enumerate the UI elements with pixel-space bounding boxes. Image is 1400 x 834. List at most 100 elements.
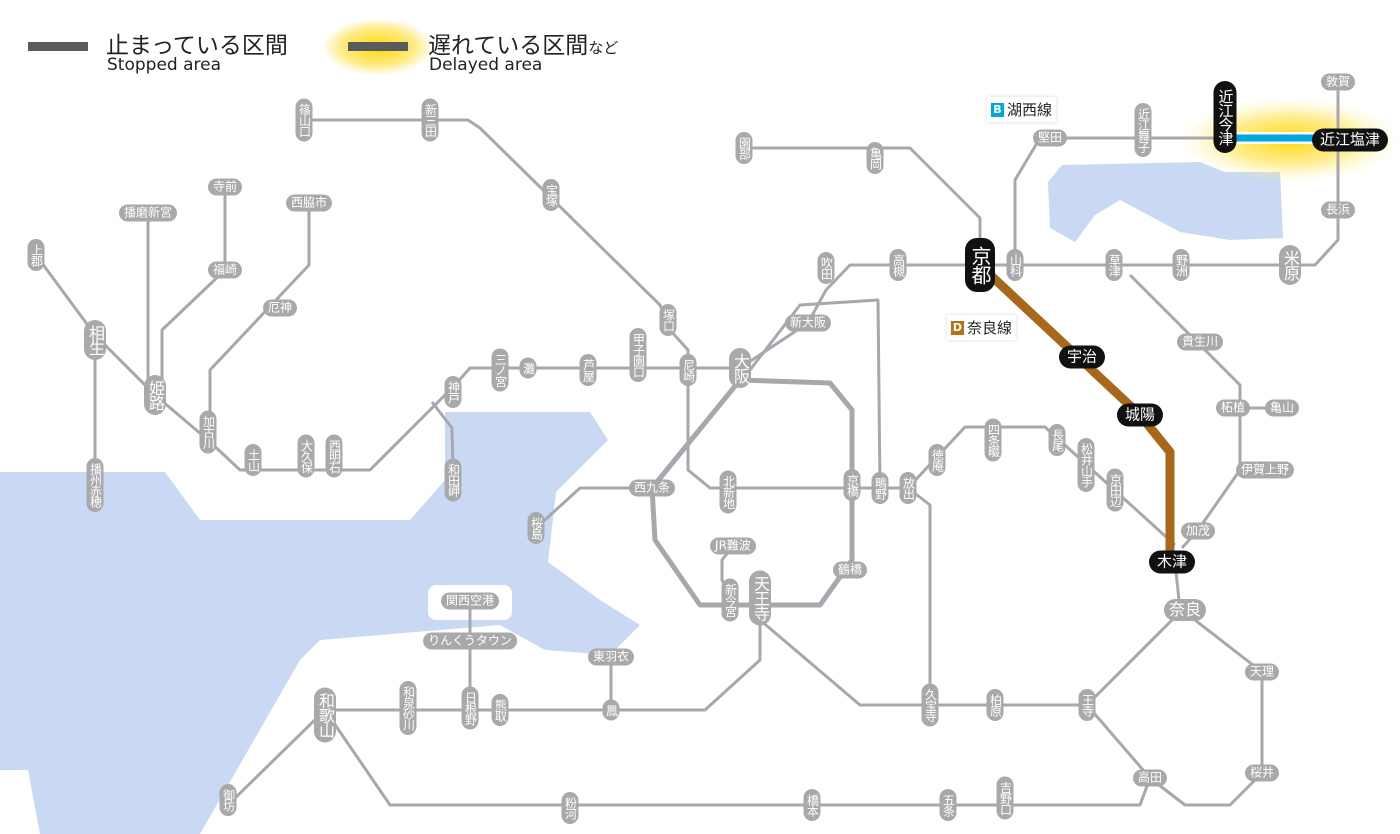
- line-label-nara[interactable]: D 奈良線: [947, 315, 1017, 340]
- station-kamigori[interactable]: 上郡: [27, 239, 45, 271]
- station-osaka[interactable]: 大阪: [729, 348, 751, 388]
- station-omimaiko[interactable]: 近江舞子: [1134, 103, 1152, 157]
- station-yasu[interactable]: 野洲: [1172, 249, 1190, 281]
- station-shinimamiya[interactable]: 新今宮: [721, 578, 739, 622]
- station-rinkutown[interactable]: りんくうタウン: [423, 632, 517, 650]
- station-higashihagoromo[interactable]: 東羽衣: [587, 648, 635, 666]
- station-koshienguchi[interactable]: 甲子園口: [629, 328, 647, 382]
- station-sonobe[interactable]: 園部: [735, 132, 753, 164]
- station-banshuako[interactable]: 播州赤穂: [86, 458, 104, 512]
- station-nada[interactable]: 灘: [519, 357, 537, 379]
- station-kyobashi[interactable]: 京橋: [843, 469, 861, 501]
- station-ashiya[interactable]: 芦屋: [579, 354, 597, 386]
- station-shijonawate[interactable]: 四条畷: [984, 418, 1002, 462]
- station-kashiwara[interactable]: 柏原: [986, 689, 1004, 721]
- stopped-legend-label-en: Stopped area: [107, 55, 222, 75]
- station-takatsuki[interactable]: 高槻: [889, 249, 907, 281]
- station-katata[interactable]: 堅田: [1032, 129, 1068, 147]
- station-okubo[interactable]: 大久保: [297, 434, 315, 478]
- station-harimashingu[interactable]: 播磨新宮: [118, 204, 178, 222]
- station-shigino[interactable]: 鴫野: [871, 472, 889, 504]
- station-nishiakashi[interactable]: 西明石: [325, 434, 343, 478]
- station-himeji[interactable]: 姫路: [144, 375, 166, 415]
- station-takada[interactable]: 高田: [1132, 769, 1168, 787]
- station-gojo[interactable]: 五条: [939, 789, 957, 821]
- station-suita[interactable]: 吹田: [817, 252, 835, 284]
- osaka-bay: [0, 412, 640, 834]
- station-nishiwakishi[interactable]: 西脇市: [285, 194, 333, 212]
- station-tenri[interactable]: 天理: [1244, 663, 1280, 681]
- station-nagao[interactable]: 長尾: [1048, 424, 1066, 456]
- station-nagahama[interactable]: 長浜: [1320, 201, 1356, 219]
- line-gakkentoshi: [906, 425, 1177, 547]
- station-tsuruga[interactable]: 敦賀: [1320, 73, 1356, 91]
- station-kyuhoji[interactable]: 久宝寺: [921, 683, 939, 727]
- line-name: 湖西線: [1007, 101, 1053, 119]
- station-gobo[interactable]: 御坊: [219, 784, 237, 816]
- station-izumisunagawa[interactable]: 和泉砂川: [399, 681, 417, 735]
- station-teramae[interactable]: 寺前: [207, 178, 243, 196]
- station-sakurajima[interactable]: 桜島: [527, 512, 545, 544]
- station-aioi[interactable]: 相生: [84, 320, 106, 360]
- station-kyoto[interactable]: 京都: [965, 238, 995, 292]
- station-kitashinchi[interactable]: 北新地: [719, 470, 737, 514]
- station-amagasaki[interactable]: 尼崎: [679, 354, 697, 386]
- station-matsuiyamate[interactable]: 松井山手: [1077, 438, 1095, 492]
- station-tokuan[interactable]: 徳庵: [928, 444, 946, 476]
- station-kokawa[interactable]: 粉河: [561, 792, 579, 824]
- stopped-legend-swatch: [28, 42, 88, 51]
- delayed-segment-nara-line: [981, 266, 1175, 562]
- station-omishiotsu[interactable]: 近江塩津: [1311, 128, 1389, 152]
- station-nara[interactable]: 奈良: [1163, 599, 1207, 621]
- station-kameoka[interactable]: 亀岡: [866, 142, 884, 174]
- station-wadamisaki[interactable]: 和田岬: [444, 458, 462, 502]
- station-kizu[interactable]: 木津: [1148, 550, 1196, 574]
- station-tsuchiyama[interactable]: 土山: [244, 444, 262, 476]
- station-maibara[interactable]: 米原: [1279, 245, 1301, 285]
- station-kameyama[interactable]: 亀山: [1264, 399, 1300, 417]
- station-otori[interactable]: 鳳: [602, 699, 620, 721]
- station-hanaten[interactable]: 放出: [899, 472, 917, 504]
- station-kobe[interactable]: 神戸: [444, 376, 462, 408]
- station-oji[interactable]: 王寺: [1078, 689, 1096, 721]
- line-wakayama: [323, 709, 1152, 807]
- station-tsuruhashi[interactable]: 鶴橋: [832, 561, 868, 579]
- station-yamashina[interactable]: 山科: [1006, 249, 1024, 281]
- line-osaka-loop: [649, 377, 855, 608]
- delayed-legend-text: 遅れている区間: [428, 33, 589, 59]
- station-tsuge[interactable]: 柘植: [1215, 399, 1251, 417]
- station-hashimoto[interactable]: 橋本: [803, 789, 821, 821]
- line-code-badge: B: [991, 102, 1004, 117]
- station-kumatori[interactable]: 熊取: [491, 694, 509, 726]
- station-yoshinoguchi[interactable]: 吉野口: [996, 776, 1014, 820]
- station-kusatsu[interactable]: 草津: [1105, 249, 1123, 281]
- station-hineno[interactable]: 日根野: [461, 686, 479, 730]
- station-omiimazu[interactable]: 近江今津: [1213, 81, 1237, 153]
- station-kyotanabe[interactable]: 京田辺: [1106, 468, 1124, 512]
- station-sannomiya[interactable]: 三ノ宮: [491, 348, 509, 392]
- station-yakujin[interactable]: 厄神: [262, 299, 298, 317]
- delayed-legend-suffix: など: [588, 39, 619, 57]
- station-uji[interactable]: 宇治: [1058, 345, 1106, 369]
- station-shinsanda[interactable]: 新三田: [421, 98, 439, 142]
- station-kamo[interactable]: 加茂: [1180, 522, 1216, 540]
- water-layer: [0, 162, 1283, 834]
- station-kansaiairport[interactable]: 関西空港: [440, 592, 500, 610]
- station-tsukaguchi[interactable]: 塚口: [659, 304, 677, 336]
- station-jrnamba[interactable]: JR難波: [710, 537, 756, 555]
- station-kibukawa[interactable]: 貴生川: [1176, 333, 1224, 351]
- line-label-kosei[interactable]: B 湖西線: [987, 97, 1057, 122]
- station-joyo[interactable]: 城陽: [1116, 403, 1164, 427]
- station-takarazuka[interactable]: 宝塚: [542, 179, 560, 211]
- delayed-legend-label: 遅れている区間など: [428, 26, 618, 60]
- station-nishikujo[interactable]: 西九条: [628, 479, 676, 497]
- station-sasayamaguchi[interactable]: 篠山口: [295, 98, 313, 142]
- station-kakogawa[interactable]: 加古川: [199, 410, 217, 454]
- lake-biwa: [1048, 162, 1283, 242]
- station-tennoji[interactable]: 天王寺: [749, 570, 771, 626]
- station-wakayama[interactable]: 和歌山: [314, 687, 336, 743]
- station-shinosaka[interactable]: 新大阪: [784, 314, 832, 332]
- station-fukusaki[interactable]: 福崎: [207, 261, 243, 279]
- station-sakurai[interactable]: 桜井: [1244, 764, 1280, 782]
- station-igaueno[interactable]: 伊賀上野: [1235, 461, 1295, 479]
